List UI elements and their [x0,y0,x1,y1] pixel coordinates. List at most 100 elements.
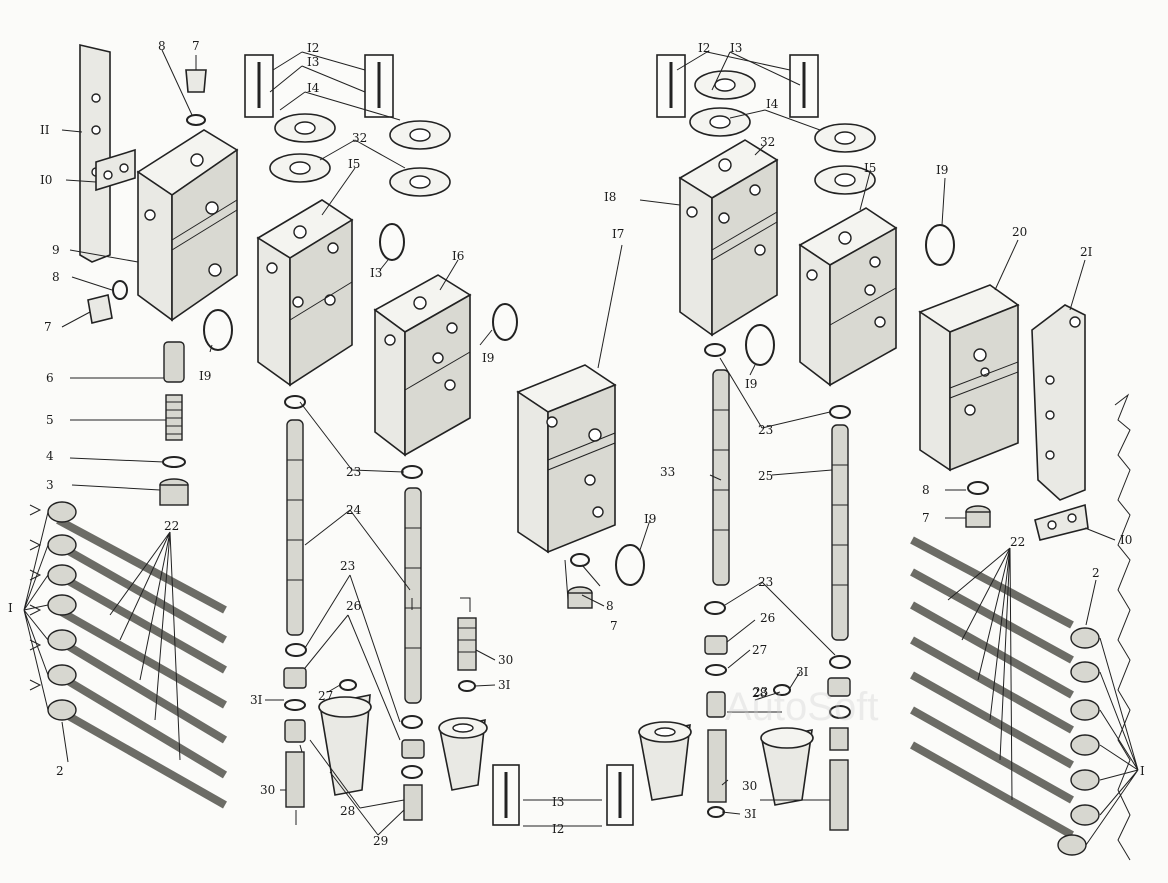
label-15-left: I5 [348,157,360,171]
label-13-left: I3 [307,55,319,69]
label-23-e: 23 [753,685,768,699]
o-ring-4 [162,456,186,468]
label-8-center: 8 [606,599,614,613]
label-7-right: 7 [922,511,930,525]
label-31-left: 3I [250,693,263,707]
rods-22-left [55,516,228,809]
label-3: 3 [46,478,54,492]
label-25: 25 [758,469,773,483]
label-8-left: 8 [52,270,60,284]
o-ring-23-f [829,655,851,669]
caps-1-right [1057,627,1100,856]
label-8-top: 8 [158,39,166,53]
o-ring-23-c [285,643,307,657]
label-10-left: I0 [40,173,52,187]
label-14-left: I4 [307,81,320,95]
label-13-seal: I3 [370,266,382,280]
seal-19-block18 [745,324,775,366]
sleeve-6 [163,341,185,383]
label-19-center: I9 [644,512,656,526]
label-10-right: I0 [1120,533,1132,547]
label-6: 6 [46,371,54,385]
label-7-center: 7 [610,619,618,633]
label-29: 29 [373,834,388,848]
label-15-right: I5 [864,161,876,175]
valve-block-16 [373,274,472,457]
watermark: AutoSoft [725,685,878,729]
label-31-right: 3I [796,665,809,679]
spool-24-a [286,419,304,636]
label-19-block16: I9 [482,351,494,365]
label-14-right: I4 [766,97,779,111]
label-27-left: 27 [318,689,333,703]
label-22-right: 22 [1010,535,1025,549]
o-ring-8-center [570,553,590,567]
bracket-11 [79,43,111,263]
lower-right-stack [704,635,851,831]
seal-13-left [379,223,405,261]
caps-1-left [47,501,77,721]
valve-block-20 [918,284,1020,472]
label-19-right: I9 [936,163,948,177]
label-12-bottom: I2 [552,822,564,836]
label-2-right: 2 [1092,566,1100,580]
label-24: 24 [346,503,362,517]
plug-7-right [965,505,991,528]
seal-19-right [925,224,955,266]
o-ring-right-top [704,343,726,357]
label-32-left: 32 [352,131,367,145]
o-ring-8-side [112,280,128,300]
seal-19-center [615,544,645,586]
valve-block-9 [136,129,239,322]
callout-labels: I I 2 2 3 4 5 6 7 7 7 7 8 8 8 8 9 I0 I0 … [8,39,1145,848]
label-13-bottom: I3 [552,795,564,809]
label-26-left: 26 [346,599,361,613]
label-23-f: 23 [340,559,355,573]
spool-24-b [404,487,422,704]
label-33: 33 [660,465,675,479]
plug-7-side [87,294,113,324]
o-ring-8-right [967,481,989,495]
o-ring-23-a [284,395,306,409]
label-17: I7 [612,227,624,241]
label-12-right: I2 [698,41,710,55]
spring-30-mid [457,617,477,692]
label-31-mid: 3I [498,678,511,692]
label-28-right: 28 [752,686,767,700]
o-ring-23-d [829,405,851,419]
valve-block-15-left [256,199,354,387]
label-27-right: 27 [752,643,767,657]
label-16: I6 [452,249,464,263]
gasket-bottom-center [492,764,634,826]
o-ring-8-top [186,114,206,126]
plate-10-right [1034,503,1089,541]
label-23-c: 23 [758,423,773,437]
label-22-left: 22 [164,519,179,533]
label-30-mid: 30 [498,653,513,667]
rods-22-right [910,536,1074,839]
o-ring-23-b [401,465,423,479]
label-23-d: 23 [758,575,773,589]
spool-25 [831,424,849,641]
label-28-left: 28 [340,804,355,818]
cap-3 [159,478,189,506]
fitting-left-lower [438,717,488,791]
label-18: I8 [604,190,616,204]
valve-block-17 [516,364,617,554]
label-7-left: 7 [44,320,52,334]
valve-block-15-right [798,207,898,387]
plug-7-center [567,586,593,609]
spool-33 [712,369,730,586]
gasket-group-left [244,54,451,197]
label-9: 9 [52,243,60,257]
label-5: 5 [46,413,54,427]
label-31-bottom: 3I [744,807,757,821]
label-21: 2I [1080,245,1093,259]
section-break-left [29,504,42,691]
bracket-line-center [564,559,569,601]
gasket-group-right [656,54,876,195]
label-8-right: 8 [922,483,930,497]
plug-7-left-top [185,69,207,93]
